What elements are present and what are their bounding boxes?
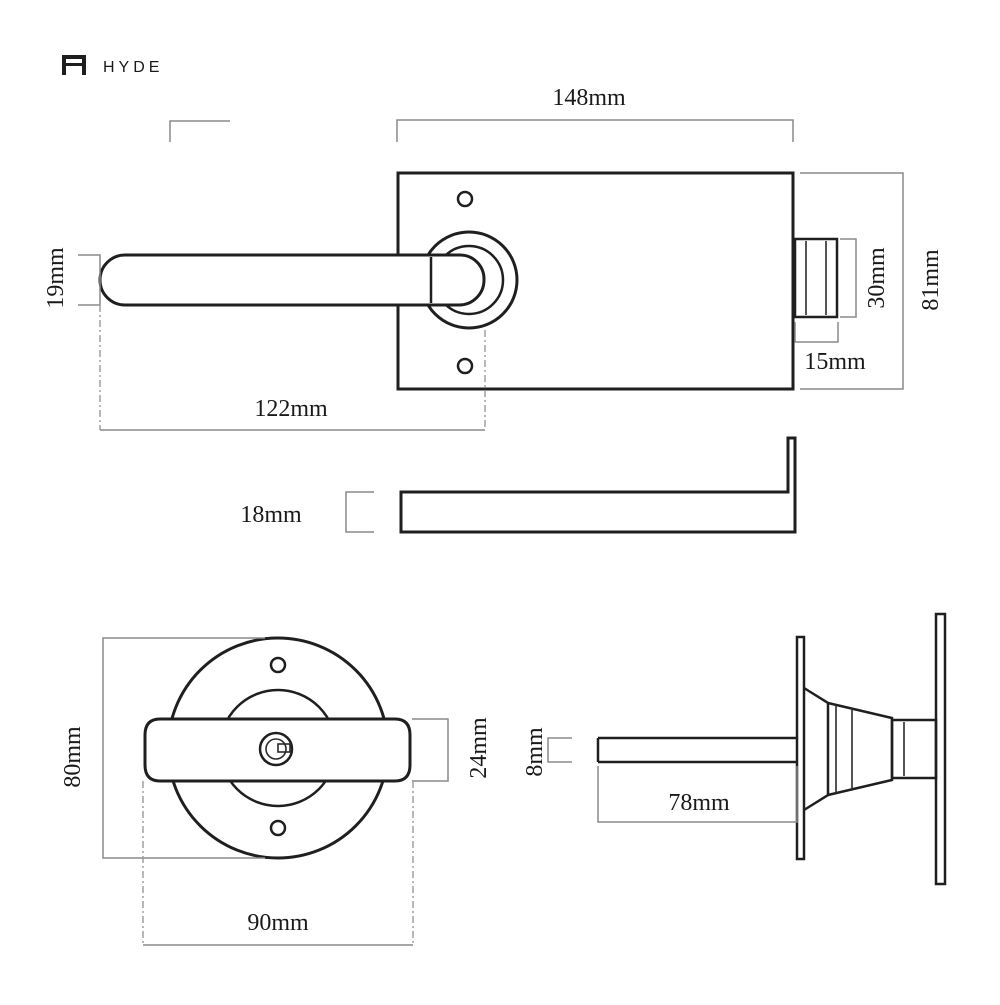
collar-curve — [803, 686, 830, 812]
spindle-dimensions — [547, 737, 798, 823]
lever-handle — [98, 253, 486, 307]
label-lever-thickness: 19mm — [43, 247, 69, 309]
label-spindle-length: 78mm — [668, 790, 730, 816]
brand-name: HYDE — [103, 59, 163, 76]
latch-bolt — [793, 237, 839, 319]
screw-hole-top — [456, 190, 474, 208]
cone-body — [827, 701, 894, 797]
label-turn-height: 24mm — [466, 717, 492, 779]
label-latch-depth: 15mm — [804, 349, 866, 375]
label-side-thickness: 18mm — [240, 502, 302, 528]
screw-hole-bottom — [456, 357, 474, 375]
front-view — [98, 171, 839, 391]
label-lever-length: 122mm — [254, 396, 328, 422]
side-view — [345, 436, 797, 534]
label-plate-height: 81mm — [918, 249, 944, 311]
outer-rose-plate — [795, 635, 806, 861]
label-turn-width: 90mm — [247, 910, 309, 936]
label-latch-height: 30mm — [864, 247, 890, 309]
side-profile — [399, 436, 797, 534]
thumb-turn-front — [143, 636, 412, 860]
front-view-dimensions — [78, 119, 904, 431]
label-rose-height: 80mm — [60, 726, 86, 788]
turn-screw-bottom — [269, 819, 287, 837]
label-spindle-diameter: 8mm — [522, 727, 548, 777]
neck-block — [890, 718, 938, 780]
inner-rose-plate — [934, 612, 947, 886]
label-plate-width: 148mm — [552, 85, 626, 111]
key-cylinder-icon — [258, 731, 294, 767]
turn-screw-top — [269, 656, 287, 674]
corner-mark — [169, 120, 230, 142]
thumb-turn-side — [596, 612, 947, 886]
hyde-logo-icon — [62, 55, 86, 75]
thumb-turn-dimensions — [102, 637, 449, 946]
